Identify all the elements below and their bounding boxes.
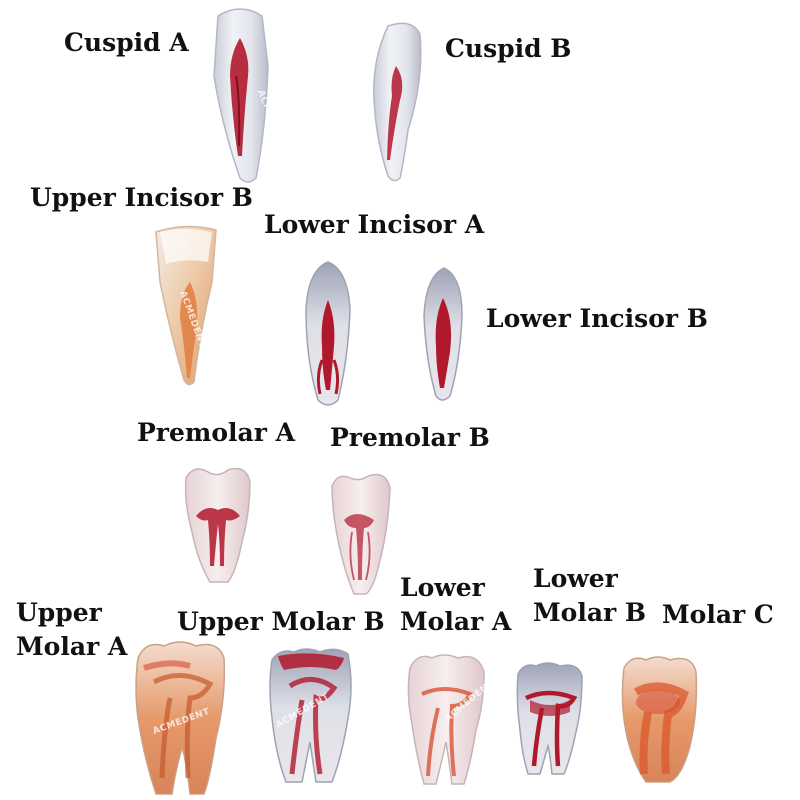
tooth-lower-incisor-b [420, 266, 466, 402]
label-lower-molar-a-line2: Molar A [400, 607, 512, 636]
tooth-upper-incisor-b: ACMEDENT [150, 222, 222, 388]
label-upper-molar-b: Upper Molar B [177, 607, 385, 636]
label-upper-molar-a-line1: Upper [16, 598, 102, 627]
tooth-cuspid-b [360, 20, 426, 184]
tooth-lower-molar-b [512, 660, 588, 778]
label-cuspid-b: Cuspid B [445, 34, 572, 63]
label-premolar-a: Premolar A [137, 418, 295, 447]
label-lower-incisor-a: Lower Incisor A [264, 210, 485, 239]
tooth-upper-molar-a: ACMEDENT [130, 638, 230, 798]
tooth-premolar-a [180, 462, 256, 586]
label-lower-molar-b-line1: Lower [533, 564, 618, 593]
label-upper-incisor-b: Upper Incisor B [30, 183, 253, 212]
tooth-lower-molar-a: ACMEDENT [404, 650, 496, 788]
label-premolar-b: Premolar B [330, 423, 490, 452]
tooth-upper-molar-b: ACMEDENT [266, 646, 356, 786]
label-molar-c: Molar C [662, 600, 774, 629]
tooth-molar-c [618, 652, 700, 786]
label-cuspid-a: Cuspid A [64, 28, 189, 57]
tooth-lower-incisor-a [302, 260, 354, 408]
tooth-cuspid-a: ACMEDENT [200, 6, 285, 184]
tooth-premolar-b [326, 470, 394, 598]
label-lower-molar-b-line2: Molar B [533, 598, 647, 627]
label-lower-incisor-b: Lower Incisor B [486, 304, 708, 333]
label-upper-molar-a-line2: Molar A [16, 632, 128, 661]
label-lower-molar-a-line1: Lower [400, 573, 485, 602]
